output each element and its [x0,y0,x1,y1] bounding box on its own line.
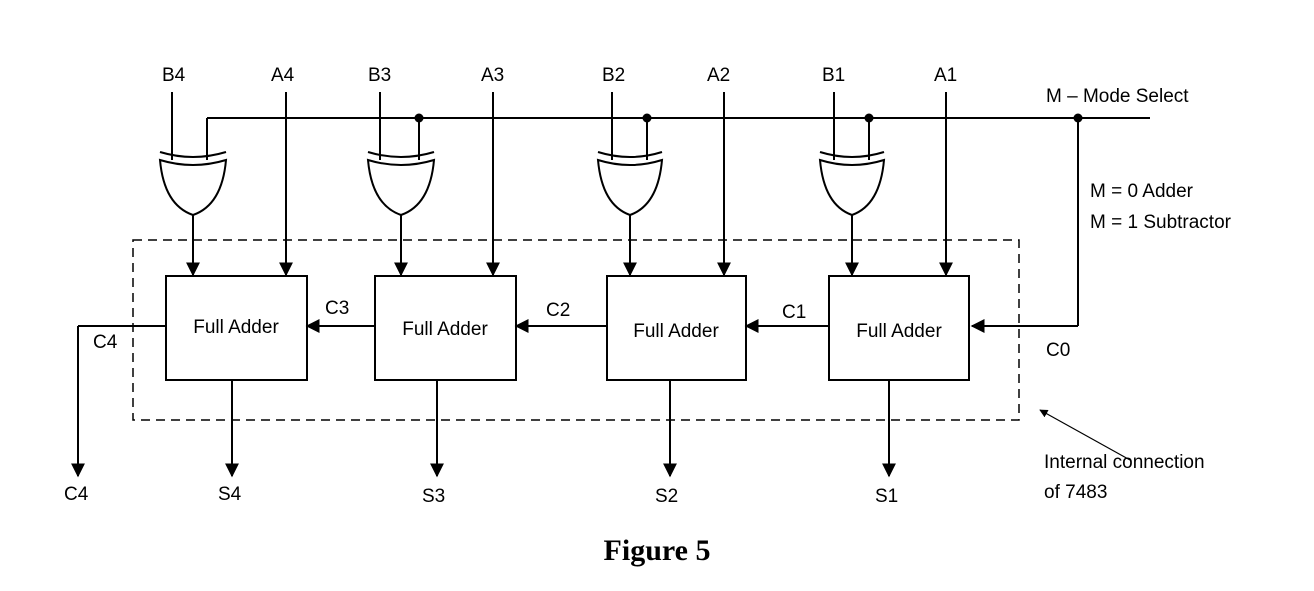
label-a3: A3 [481,65,504,86]
full-adder-4-label: Full Adder [193,317,279,338]
label-c1: C1 [782,302,806,323]
label-c4-out: C4 [64,484,89,505]
xor-gate-4 [158,151,228,217]
label-a2: A2 [707,65,730,86]
stage-2 [514,92,747,478]
stage-1 [744,92,970,478]
label-b1: B1 [822,65,845,86]
label-c0: C0 [1046,340,1070,361]
full-adder-4 [165,275,308,381]
label-s4: S4 [218,484,242,505]
internal-boundary [132,239,1020,421]
mode-select-title: M – Mode Select [1046,86,1189,107]
full-adder-2-label: Full Adder [633,321,719,342]
xor-gate-1 [818,151,886,217]
label-b4: B4 [162,65,186,86]
mode-junction-dot [864,113,874,123]
label-c3: C3 [325,298,349,319]
annotation-line-2: of 7483 [1044,482,1107,503]
label-s3: S3 [422,486,445,507]
figure-caption: Figure 5 [603,534,711,567]
label-s2: S2 [655,486,678,507]
xor-gate-2 [596,151,664,217]
full-adder-3-label: Full Adder [402,319,488,340]
annotation-line-1: Internal connection [1044,452,1205,473]
label-s1: S1 [875,486,898,507]
label-c2: C2 [546,300,570,321]
label-a1: A1 [934,65,957,86]
mode-adder-note: M = 0 Adder [1090,181,1194,202]
label-a4: A4 [271,65,295,86]
mode-subtractor-note: M = 1 Subtractor [1090,212,1232,233]
label-b2: B2 [602,65,625,86]
annotation-arrow [1039,409,1131,461]
label-b3: B3 [368,65,391,86]
label-c4-internal: C4 [93,332,118,353]
stage-3 [305,92,517,478]
mode-junction-dot [414,113,424,123]
stage-4 [71,92,308,478]
full-adder-1 [828,275,970,381]
full-adder-1-label: Full Adder [856,321,942,342]
mode-junction-dot [1073,113,1083,123]
xor-gate-3 [366,151,436,217]
mode-junction-dot [642,113,652,123]
